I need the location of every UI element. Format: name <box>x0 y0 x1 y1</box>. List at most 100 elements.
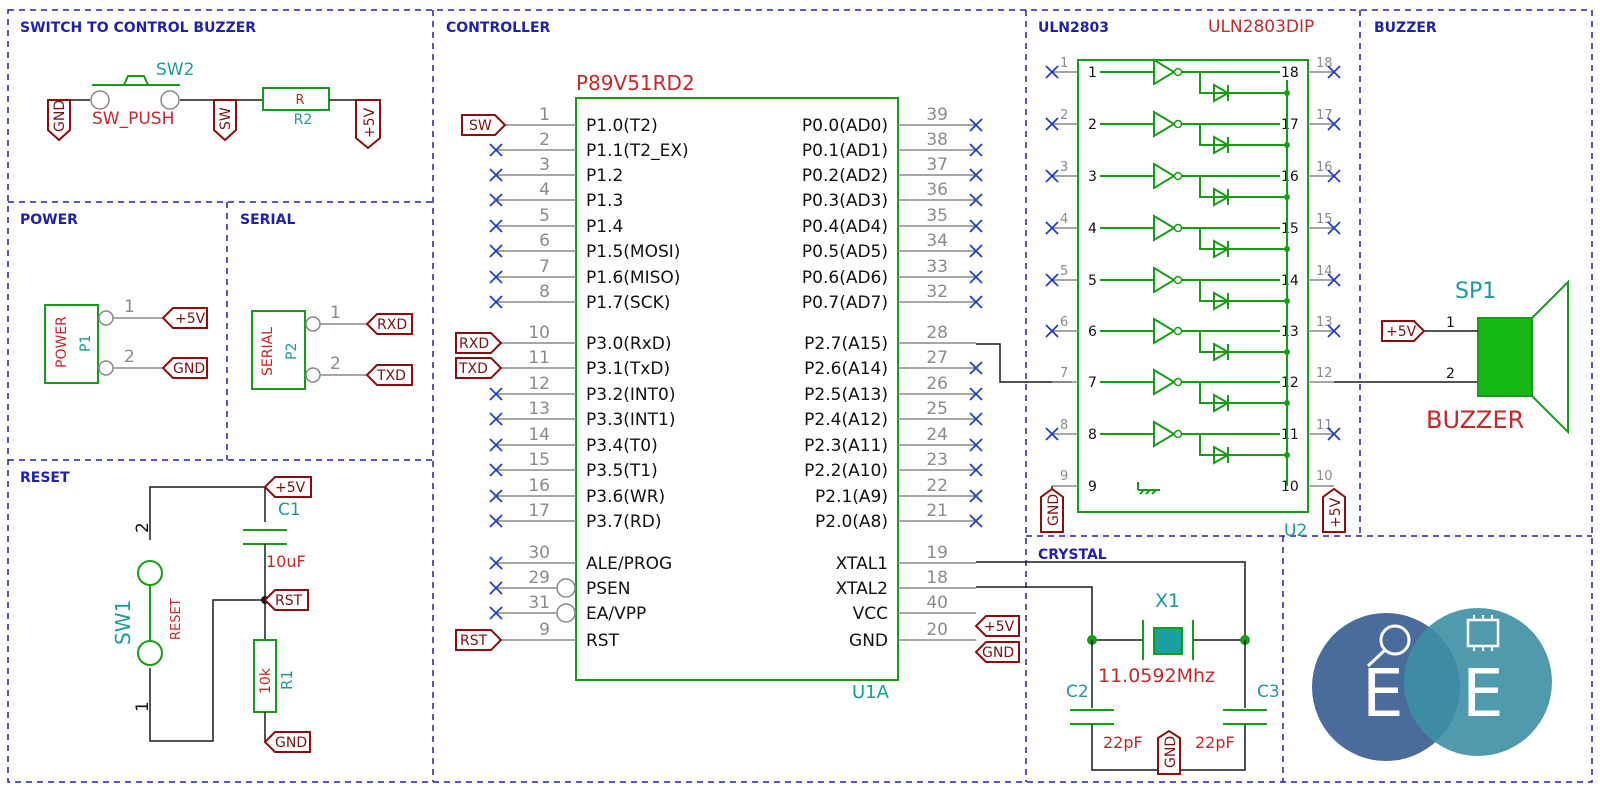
logo-right-circle <box>1404 608 1552 756</box>
u1-pin-name: EA/VPP <box>586 604 646 624</box>
no-connect-icon <box>489 556 503 570</box>
u1-pin-num: 23 <box>926 450 948 470</box>
net-label-5v-sw: +5V <box>355 99 381 150</box>
c1-value: 10uF <box>266 552 306 571</box>
u1-pin-num: 11 <box>528 348 550 368</box>
no-connect-icon <box>1045 324 1059 338</box>
u1-pin-name: P2.3(A11) <box>804 436 888 456</box>
u1-pin-left-3: 3P1.2 <box>489 155 623 186</box>
no-connect-icon <box>969 118 983 132</box>
no-connect-icon <box>489 514 503 528</box>
u1-pin-num: 33 <box>926 257 948 277</box>
no-connect-icon <box>969 387 983 401</box>
u1-pin-num: 22 <box>926 476 948 496</box>
u1-pin-name: P0.1(AD1) <box>802 141 888 161</box>
u1-pin-num: 36 <box>926 180 948 200</box>
section-title-switch: SWITCH TO CONTROL BUZZER <box>20 20 256 36</box>
no-connect-icon <box>1327 117 1341 131</box>
u1-pin-num: 5 <box>539 206 550 226</box>
c2-ref: C2 <box>1066 682 1089 702</box>
u1-pin-name: RST <box>586 631 620 651</box>
u1-pin-name: P2.7(A15) <box>804 334 888 354</box>
chip-icon <box>1466 615 1500 651</box>
net-label-txd-u1: TXD <box>455 357 503 379</box>
no-connect-icon <box>969 219 983 233</box>
reset-section: +5V C1 10uF RST SW1 RESET 2 1 10k R1 GND <box>111 476 312 753</box>
u1-pin-name: P3.1(TxD) <box>586 359 670 379</box>
net-label-5v-uln: +5V <box>1322 487 1346 533</box>
u2-in-pin-num: 7 <box>1060 366 1068 381</box>
r1-value: 10k <box>258 667 274 694</box>
svg-text:RXD: RXD <box>377 317 407 333</box>
no-connect-icon <box>1045 65 1059 79</box>
u1-pin-num: 19 <box>926 543 948 563</box>
logo-letter-left: E <box>1362 655 1404 732</box>
u2-out-pin-num: 12 <box>1316 366 1333 381</box>
u1-pin-left-5: 5P1.4 <box>489 206 623 237</box>
sw1-value: RESET <box>169 598 184 640</box>
sp1-value: BUZZER <box>1426 406 1524 434</box>
section-title-crystal: CRYSTAL <box>1038 547 1107 563</box>
net-label-gnd-u1: GND <box>974 641 1020 663</box>
no-connect-icon <box>489 412 503 426</box>
power-section: POWER P1 1 2 +5V GND <box>44 297 208 384</box>
sw1-pin-1: 1 <box>133 701 153 712</box>
u1-part: P89V51RD2 <box>576 71 695 95</box>
u1-pin-num: 39 <box>926 105 948 125</box>
c2-value: 22pF <box>1103 733 1143 752</box>
u1-pin-num: 38 <box>926 130 948 150</box>
u1-pin-num: 8 <box>539 282 550 302</box>
no-connect-icon <box>1327 427 1341 441</box>
u1-pin-name: P3.6(WR) <box>586 487 665 507</box>
net-label-sw-u1: SW <box>461 114 507 136</box>
svg-text:GND: GND <box>982 645 1014 661</box>
u2-in-pin-num: 1 <box>1060 56 1068 71</box>
u1-pin-left-4: 4P1.3 <box>489 180 623 211</box>
switch-section: GND SW2 SW_PUSH SW R R2 +5V <box>47 60 381 150</box>
sw2-ref: SW2 <box>156 60 194 80</box>
u1-pin-num: 27 <box>926 348 948 368</box>
u2-in-pin-num: 2 <box>1060 108 1068 123</box>
u1-pin-num: 4 <box>539 180 550 200</box>
search-icon <box>1379 624 1411 656</box>
u1-pin-name: P1.7(SCK) <box>586 293 670 313</box>
u1-pin-num: 13 <box>528 399 550 419</box>
net-label-5v-u1: +5V <box>974 615 1020 637</box>
u1-pin-num: 24 <box>926 425 948 445</box>
u2-body <box>1077 59 1309 513</box>
u1-pin-name: GND <box>849 631 888 651</box>
crystal-section: X1 11.0592Mhz C2 22pF C3 22pF GND <box>1066 590 1280 775</box>
no-connect-icon <box>1045 169 1059 183</box>
net-label-rst-u1: RST <box>455 629 503 651</box>
no-connect-icon <box>969 412 983 426</box>
u1-pin-name: PSEN <box>586 579 631 599</box>
sw1-ref: SW1 <box>111 600 135 645</box>
sw2-switch <box>90 75 180 110</box>
u2-in-pin-name: 6 <box>1088 324 1097 340</box>
c1-ref: C1 <box>278 500 301 520</box>
section-title-serial: SERIAL <box>240 212 295 228</box>
u2-out-pin-name: 12 <box>1281 375 1299 391</box>
u1-pin-num: 21 <box>926 501 948 521</box>
u2-in-pin-num: 3 <box>1060 160 1068 175</box>
u1-pin-name: ALE/PROG <box>586 554 672 574</box>
u1-pin-left-7: 7P1.6(MISO) <box>489 257 680 288</box>
section-title-power: POWER <box>20 212 78 228</box>
u1-pin-name: P1.5(MOSI) <box>586 242 680 262</box>
no-connect-icon <box>489 270 503 284</box>
net-label-gnd-sw: GND <box>47 99 71 142</box>
no-connect-icon <box>969 361 983 375</box>
no-connect-icon <box>1327 324 1341 338</box>
